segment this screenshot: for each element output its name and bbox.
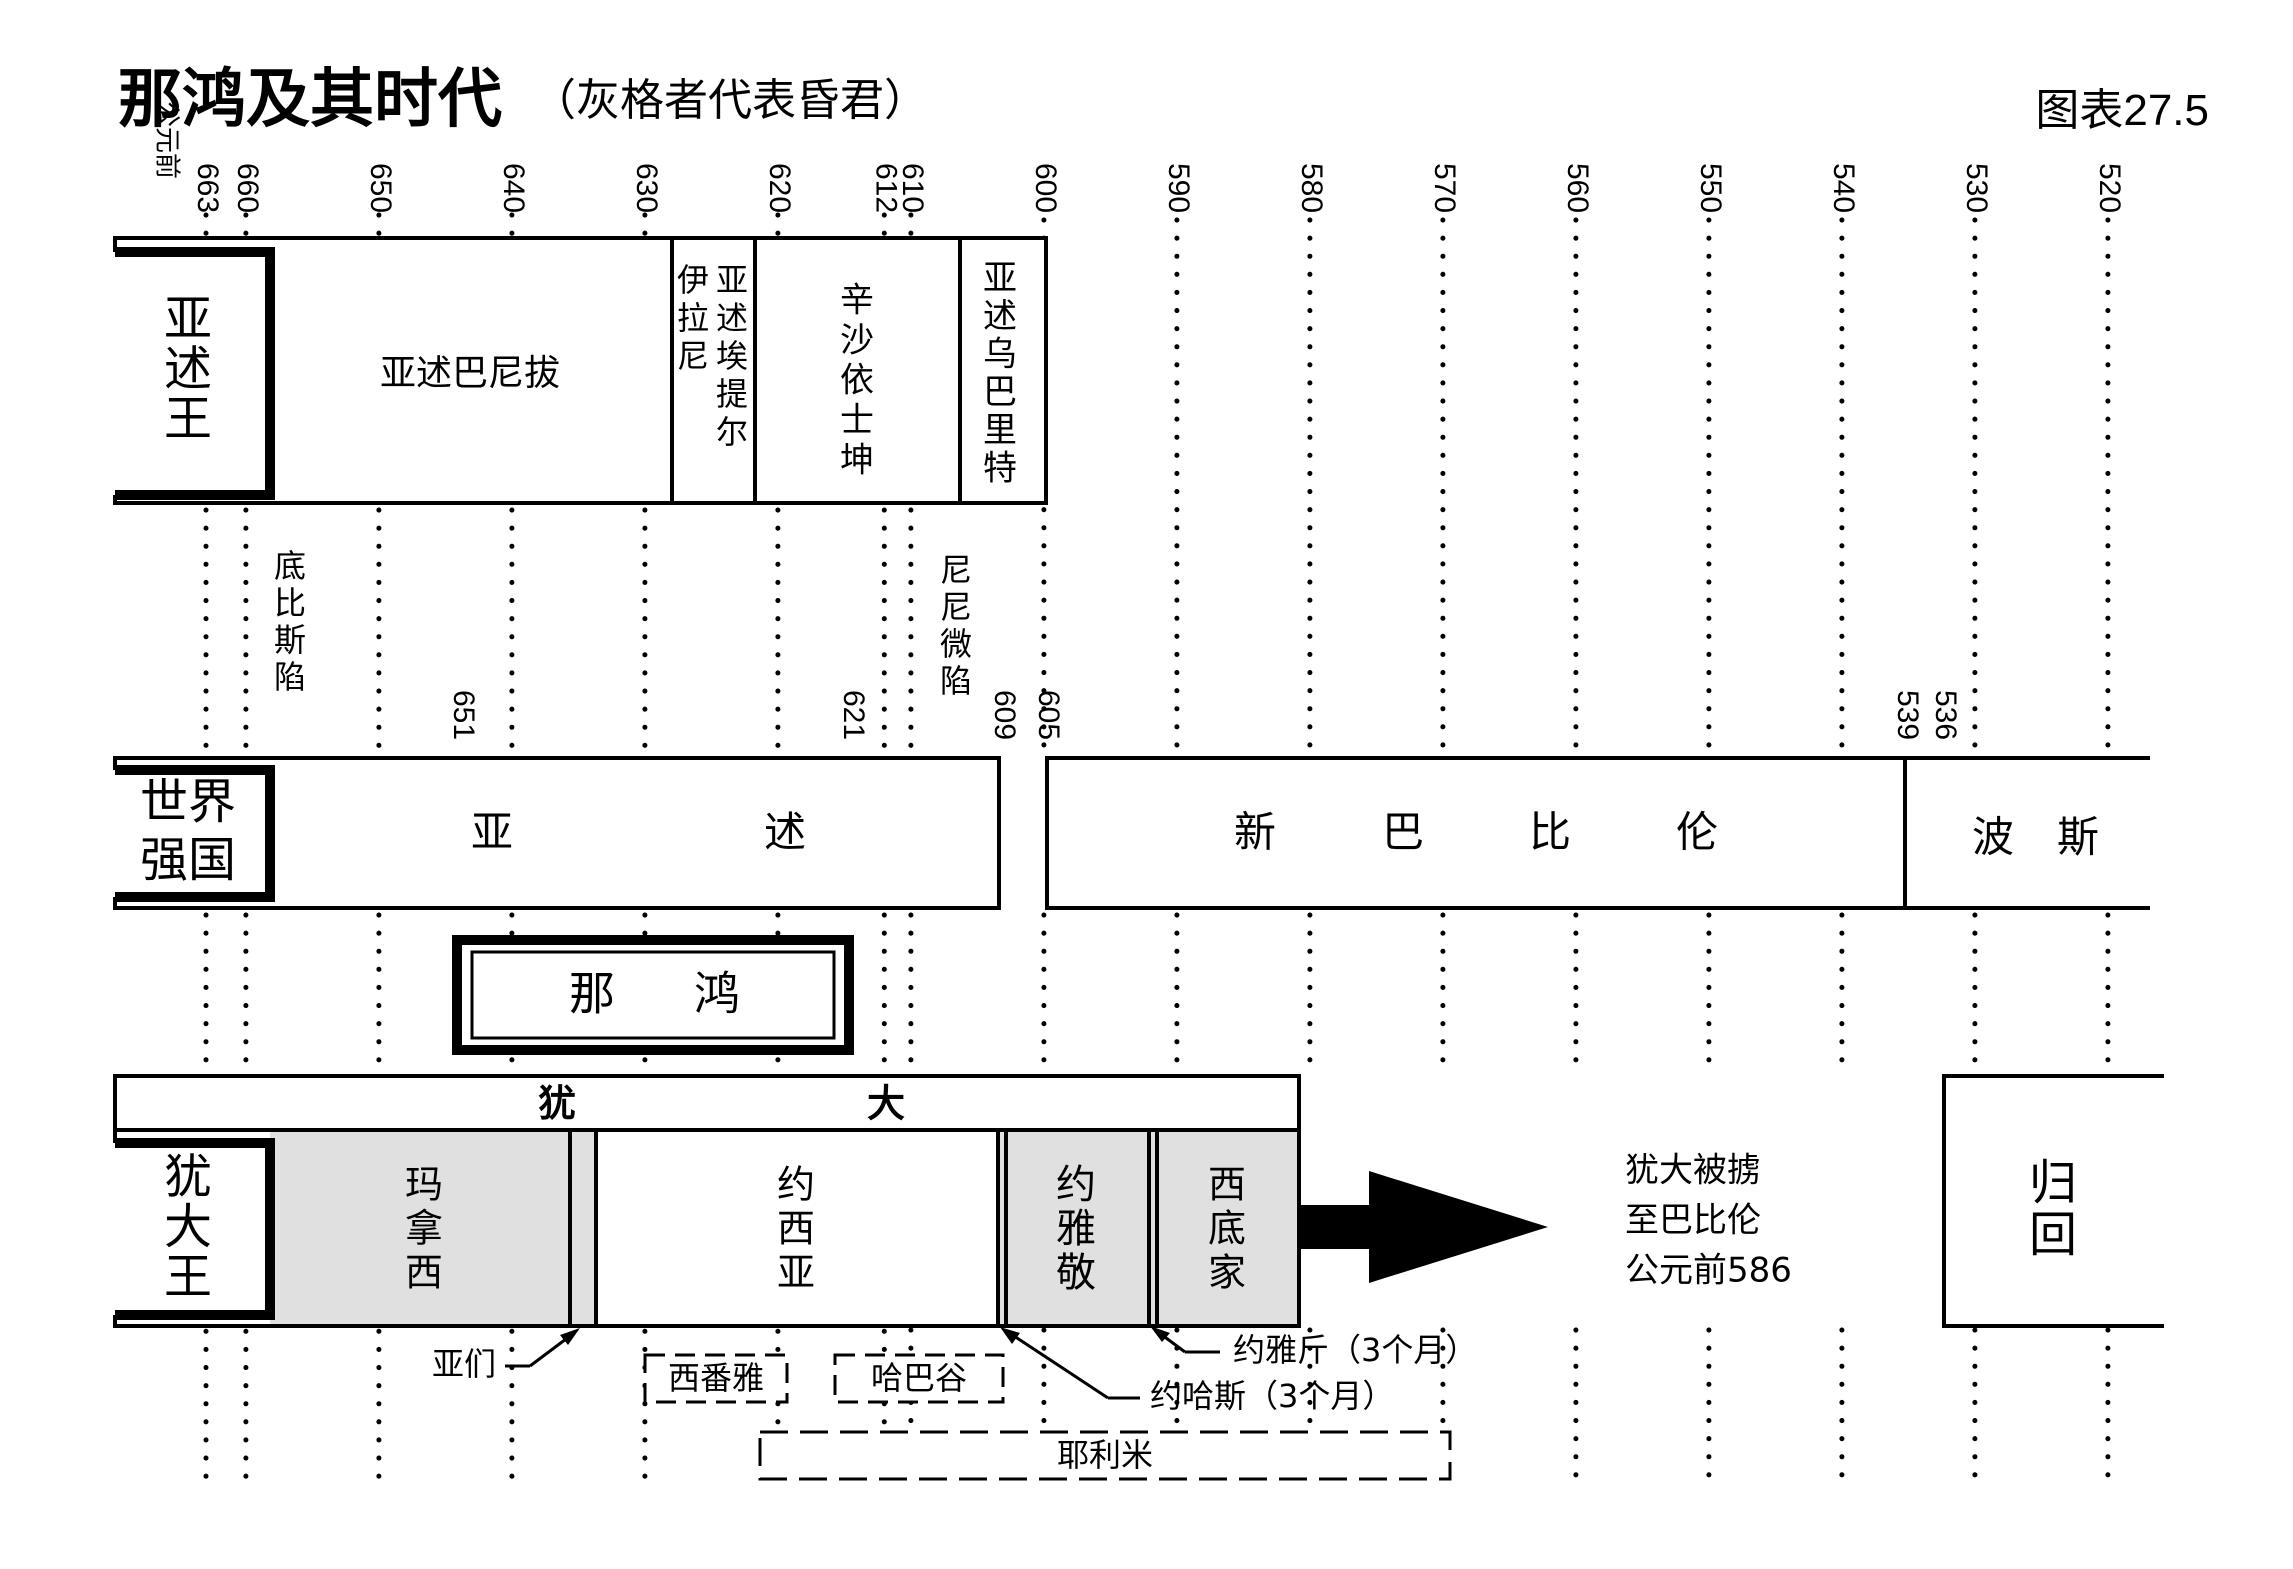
- king-zedekiah: 西底家: [1208, 1163, 1246, 1295]
- captivity-arrow-icon: [1299, 1171, 1548, 1283]
- top-year-label: 600: [1029, 163, 1062, 213]
- top-year-label: 520: [2093, 163, 2126, 213]
- judah-band-1: 犹: [538, 1082, 576, 1126]
- judah-kings-row: 犹大王 玛拿西 约西亚 约雅敬 西底家: [95, 1128, 1301, 1328]
- svg-text:约哈斯（3个月）: 约哈斯（3个月）: [1150, 1377, 1394, 1415]
- top-year-label: 560: [1561, 163, 1594, 213]
- page-subtitle: （灰格者代表昏君）: [532, 75, 928, 126]
- top-year-label: 640: [497, 163, 530, 213]
- prophet-nahum-box: 那 鸿: [452, 935, 854, 1055]
- return-box: 归回: [1942, 1074, 2164, 1328]
- king-manasseh-cell: [270, 1132, 568, 1324]
- king-manasseh: 玛拿西: [405, 1163, 443, 1295]
- nahum-2: 鸿: [694, 967, 740, 1021]
- top-year-label: 580: [1295, 163, 1328, 213]
- mid-year-label: 621: [837, 690, 870, 740]
- mid-year-label: 651: [447, 690, 480, 740]
- mid-year-label: 609: [988, 690, 1021, 740]
- svg-text:耶利米: 耶利米: [1057, 1436, 1153, 1474]
- prophet-habakkuk-box: 哈巴谷: [833, 1353, 1005, 1404]
- king-jehoiakim: 约雅敬: [1056, 1162, 1096, 1296]
- top-year-label: 630: [630, 163, 663, 213]
- power-babylon-2: 巴: [1382, 808, 1424, 857]
- king-jehoahaz-cell: [998, 1132, 1006, 1324]
- captivity-line-2: 至巴比伦: [1625, 1201, 1761, 1241]
- row-label-judah-kings: 犹大王: [164, 1149, 212, 1305]
- nahum-1: 那: [569, 967, 615, 1021]
- event-nineveh-fall: 尼尼微陷: [940, 551, 972, 700]
- note-jehoiachin: 约雅斤（3个月）: [1150, 1326, 1477, 1369]
- svg-text:西番雅: 西番雅: [668, 1359, 764, 1397]
- mid-year-label: 536: [1929, 690, 1962, 740]
- king-jehoiachin-cell: [1149, 1132, 1157, 1324]
- event-thebes-fall: 底比斯陷: [274, 547, 306, 696]
- top-year-label: 530: [1960, 163, 1993, 213]
- captivity-line-1: 犹大被掳: [1625, 1151, 1761, 1191]
- svg-text:约雅斤（3个月）: 约雅斤（3个月）: [1233, 1331, 1477, 1369]
- king-ashurbanipal: 亚述巴尼拔: [380, 353, 560, 394]
- power-babylon-4: 伦: [1676, 808, 1718, 857]
- row-label-world-powers: 世界强国: [140, 774, 236, 888]
- judah-band: 犹 大: [113, 1074, 1301, 1134]
- top-year-label: 620: [763, 163, 796, 213]
- power-persia-1: 波: [1972, 813, 2014, 862]
- svg-text:哈巴谷: 哈巴谷: [871, 1359, 967, 1397]
- top-year-label: 660: [231, 163, 264, 213]
- return-label: 归回: [2029, 1155, 2077, 1263]
- king-josiah: 约西亚: [777, 1163, 815, 1295]
- king-zedekiah-cell: [1157, 1132, 1297, 1324]
- king-sinsharishkun: 辛沙依士坤: [840, 281, 874, 481]
- king-ashur-etil: 亚述埃提尔: [716, 261, 748, 451]
- top-year-label: 612: [869, 163, 902, 213]
- king-irani: 伊拉尼: [677, 261, 709, 375]
- power-assyria-1: 亚: [471, 808, 513, 857]
- captivity-line-3: 公元前586: [1625, 1251, 1792, 1291]
- top-year-label: 590: [1162, 163, 1195, 213]
- top-year-label: 550: [1694, 163, 1727, 213]
- svg-text:亚们: 亚们: [432, 1345, 496, 1383]
- top-year-label: 610: [896, 163, 929, 213]
- power-babylon-1: 新: [1234, 808, 1276, 857]
- mid-year-label: 605: [1032, 690, 1065, 740]
- mid-year-label: 539: [1891, 690, 1924, 740]
- power-persia-2: 斯: [2057, 813, 2099, 862]
- top-year-label: 540: [1827, 163, 1860, 213]
- row-label-assyrian-kings: 亚述王: [164, 291, 212, 447]
- prophet-zephaniah-box: 西番雅: [643, 1353, 789, 1404]
- page-title: 那鸿及其时代: [118, 63, 502, 137]
- top-year-label: 663: [191, 163, 224, 213]
- assyrian-kings-row: 亚述王 亚述巴尼拔 伊拉尼 亚述埃提尔 辛沙依士坤 亚述乌巴里特: [95, 236, 1048, 505]
- note-jehoahaz: 约哈斯（3个月）: [1000, 1327, 1394, 1415]
- king-amon-cell: [572, 1132, 596, 1324]
- power-babylon-3: 比: [1529, 808, 1571, 857]
- note-amon: 亚们: [432, 1328, 580, 1383]
- era-label: 公元前: [152, 101, 182, 179]
- power-assyria-2: 述: [764, 808, 806, 857]
- king-jehoiakim-cell: [1006, 1132, 1149, 1324]
- world-powers-row: 世界强国 亚 述 新 巴 比 伦 波 斯: [95, 755, 2180, 915]
- figure-number: 图表27.5: [2035, 86, 2209, 135]
- top-year-label: 650: [364, 163, 397, 213]
- judah-band-2: 大: [867, 1082, 905, 1126]
- top-year-label: 570: [1428, 163, 1461, 213]
- prophet-jeremiah-box: 耶利米: [758, 1430, 1452, 1481]
- king-ashur-uballit: 亚述乌巴里特: [983, 259, 1017, 489]
